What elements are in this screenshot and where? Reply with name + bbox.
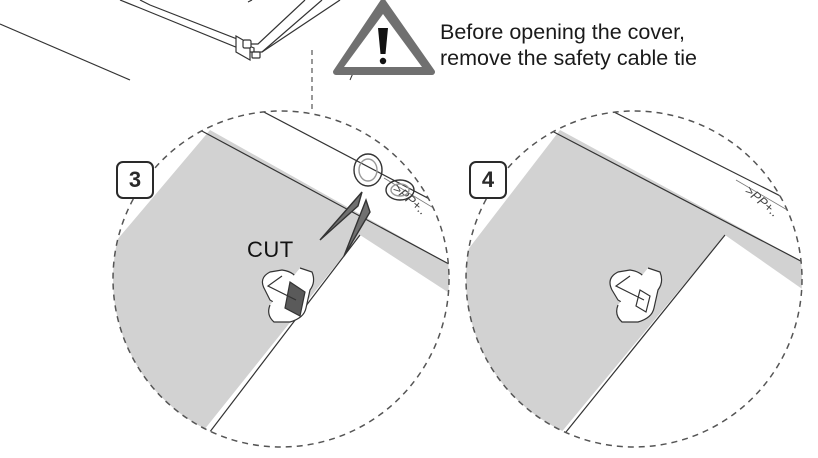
- step-badge-3: 3: [116, 161, 154, 199]
- cut-label: CUT: [247, 237, 294, 262]
- warning-message: Before opening the cover, remove the saf…: [440, 19, 697, 71]
- cable-tie-clip: [261, 267, 315, 323]
- step-badge-4: 4: [469, 161, 507, 199]
- zoom-circle-step-4: >PP+..: [465, 110, 803, 448]
- warning-line-1: Before opening the cover,: [440, 20, 686, 44]
- scissors-icon: [319, 153, 415, 257]
- device-corner: [0, 0, 386, 81]
- cable-tie-clip-released: [609, 267, 663, 323]
- warning-line-2: remove the safety cable tie: [440, 46, 697, 70]
- warning-triangle-icon: [333, 0, 435, 75]
- zoom-circle-step-3: >PP+..: [112, 110, 450, 448]
